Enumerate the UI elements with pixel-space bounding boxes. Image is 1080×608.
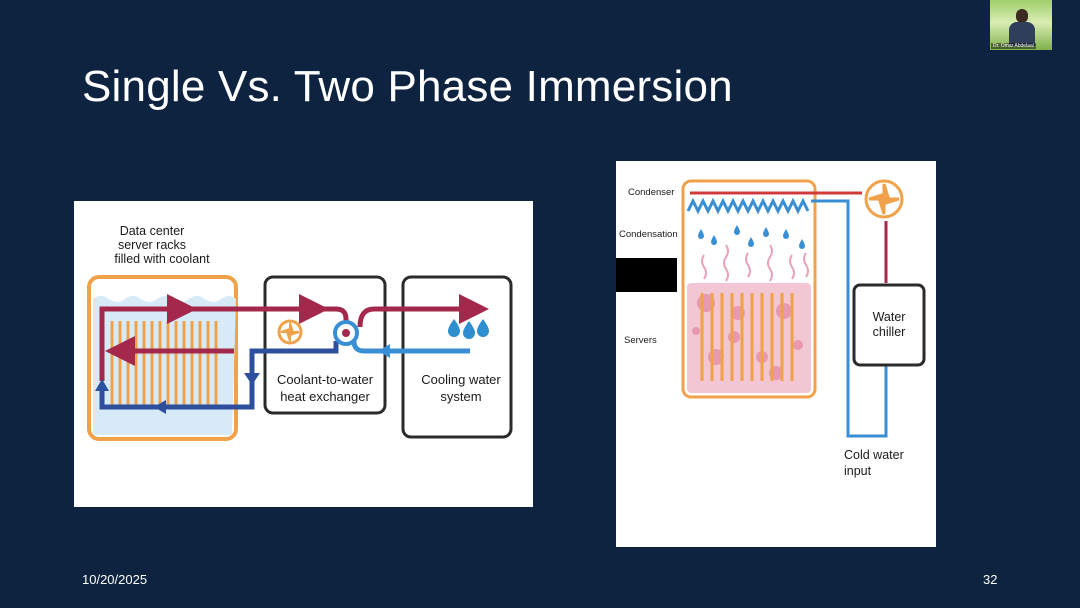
two-phase-diagram: Condenser Condensation Servers Water chi…: [616, 161, 936, 547]
exchanger-label-line-2: heat exchanger: [280, 389, 370, 404]
racks-label-line-1: Data center: [120, 224, 185, 238]
exchanger-core: [342, 329, 350, 337]
condenser-label: Condenser: [628, 187, 674, 198]
chiller-label-line-2: chiller: [873, 325, 906, 339]
participant-head: [1016, 9, 1028, 23]
participant-name: Dr. Omar Abdelaal: [991, 43, 1036, 49]
condensation-label: Condensation: [619, 229, 678, 240]
slide-date: 10/20/2025: [82, 572, 147, 587]
slide-page-number: 32: [983, 572, 997, 587]
cooling-label-line-1: Cooling water: [421, 372, 501, 387]
redaction-block: [616, 258, 677, 292]
chiller-label-line-1: Water: [873, 310, 906, 324]
cold-water-label-line-1: Cold water: [844, 448, 904, 462]
cooling-label-line-2: system: [440, 389, 481, 404]
fan-icon: [866, 181, 902, 217]
slide-title: Single Vs. Two Phase Immersion: [82, 62, 733, 112]
webcam-thumbnail[interactable]: Dr. Omar Abdelaal: [990, 0, 1052, 50]
cold-water-label-line-2: input: [844, 464, 872, 478]
single-phase-diagram: Data center server racks filled with coo…: [74, 201, 533, 507]
exchanger-label-line-1: Coolant-to-water: [277, 372, 374, 387]
servers-label: Servers: [624, 335, 657, 346]
cooling-water-box: [403, 277, 511, 437]
racks-label-line-2: server racks: [118, 238, 186, 252]
racks-label-line-3: filled with coolant: [114, 252, 210, 266]
pump-icon: [279, 321, 301, 343]
water-droplet-icon: [448, 319, 489, 339]
